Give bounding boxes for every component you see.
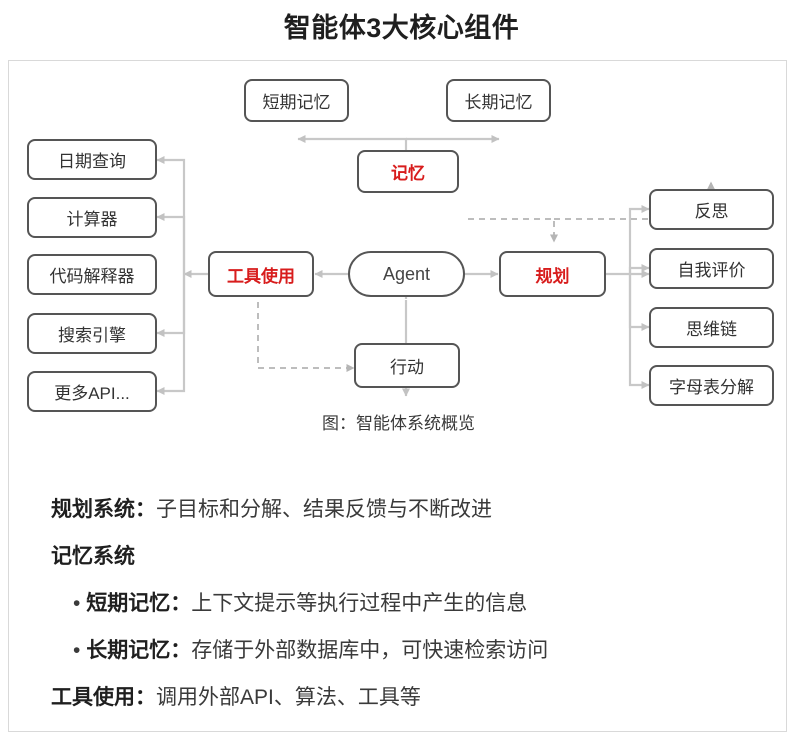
node-subgoal-decomposition[interactable]: 字母表分解 bbox=[649, 365, 774, 406]
summary-bullet-long-term-body: 存储于外部数据库中，可快速检索访问 bbox=[191, 639, 549, 662]
summary-bullet-short-term-body: 上下文提示等执行过程中产生的信息 bbox=[191, 592, 528, 615]
diagram-card: 短期记忆 长期记忆 记忆 工具使用 Agent 规划 行动 日期查询 计算器 代… bbox=[8, 60, 787, 732]
diagram-caption: 图：智能体系统概览 bbox=[322, 414, 475, 433]
node-chain-of-thought[interactable]: 思维链 bbox=[649, 307, 774, 348]
bullet-dot-icon: • bbox=[73, 639, 81, 662]
summary-bullet-short-term-lead: 短期记忆： bbox=[86, 592, 192, 615]
node-reflection[interactable]: 反思 bbox=[649, 189, 774, 230]
node-agent[interactable]: Agent bbox=[348, 251, 465, 297]
node-tool-use[interactable]: 工具使用 bbox=[208, 251, 314, 297]
node-long-term-memory[interactable]: 长期记忆 bbox=[446, 79, 551, 122]
summary-planning-body: 子目标和分解、结果反馈与不断改进 bbox=[156, 498, 492, 521]
summary-memory-heading: 记忆系统 bbox=[51, 533, 751, 580]
node-short-term-memory[interactable]: 短期记忆 bbox=[244, 79, 349, 122]
bullet-dot-icon: • bbox=[73, 592, 81, 615]
summary-planning-line: 规划系统：子目标和分解、结果反馈与不断改进 bbox=[51, 486, 751, 533]
page-title: 智能体3大核心组件 bbox=[283, 13, 520, 43]
node-date-query[interactable]: 日期查询 bbox=[27, 139, 157, 180]
node-calculator[interactable]: 计算器 bbox=[27, 197, 157, 238]
summary-memory-heading-text: 记忆系统 bbox=[51, 545, 135, 568]
summary-tools-body: 调用外部API、算法、工具等 bbox=[156, 686, 421, 709]
node-action[interactable]: 行动 bbox=[354, 343, 460, 388]
summary-tools-lead: 工具使用： bbox=[51, 686, 156, 709]
node-more-api[interactable]: 更多API... bbox=[27, 371, 157, 412]
node-memory[interactable]: 记忆 bbox=[357, 150, 459, 193]
node-search-engine[interactable]: 搜索引擎 bbox=[27, 313, 157, 354]
summary-planning-lead: 规划系统： bbox=[51, 498, 156, 521]
summary-bullet-long-term: • 长期记忆：存储于外部数据库中，可快速检索访问 bbox=[51, 627, 751, 674]
node-self-evaluation[interactable]: 自我评价 bbox=[649, 248, 774, 289]
node-code-interpreter[interactable]: 代码解释器 bbox=[27, 254, 157, 295]
summary-bullet-short-term: • 短期记忆：上下文提示等执行过程中产生的信息 bbox=[51, 580, 751, 627]
summary-text-block: 规划系统：子目标和分解、结果反馈与不断改进 记忆系统 • 短期记忆：上下文提示等… bbox=[51, 486, 751, 721]
agent-system-diagram: 短期记忆 长期记忆 记忆 工具使用 Agent 规划 行动 日期查询 计算器 代… bbox=[9, 61, 788, 446]
node-planning[interactable]: 规划 bbox=[499, 251, 606, 297]
summary-bullet-long-term-lead: 长期记忆： bbox=[86, 639, 192, 662]
summary-tools-line: 工具使用：调用外部API、算法、工具等 bbox=[51, 674, 751, 721]
